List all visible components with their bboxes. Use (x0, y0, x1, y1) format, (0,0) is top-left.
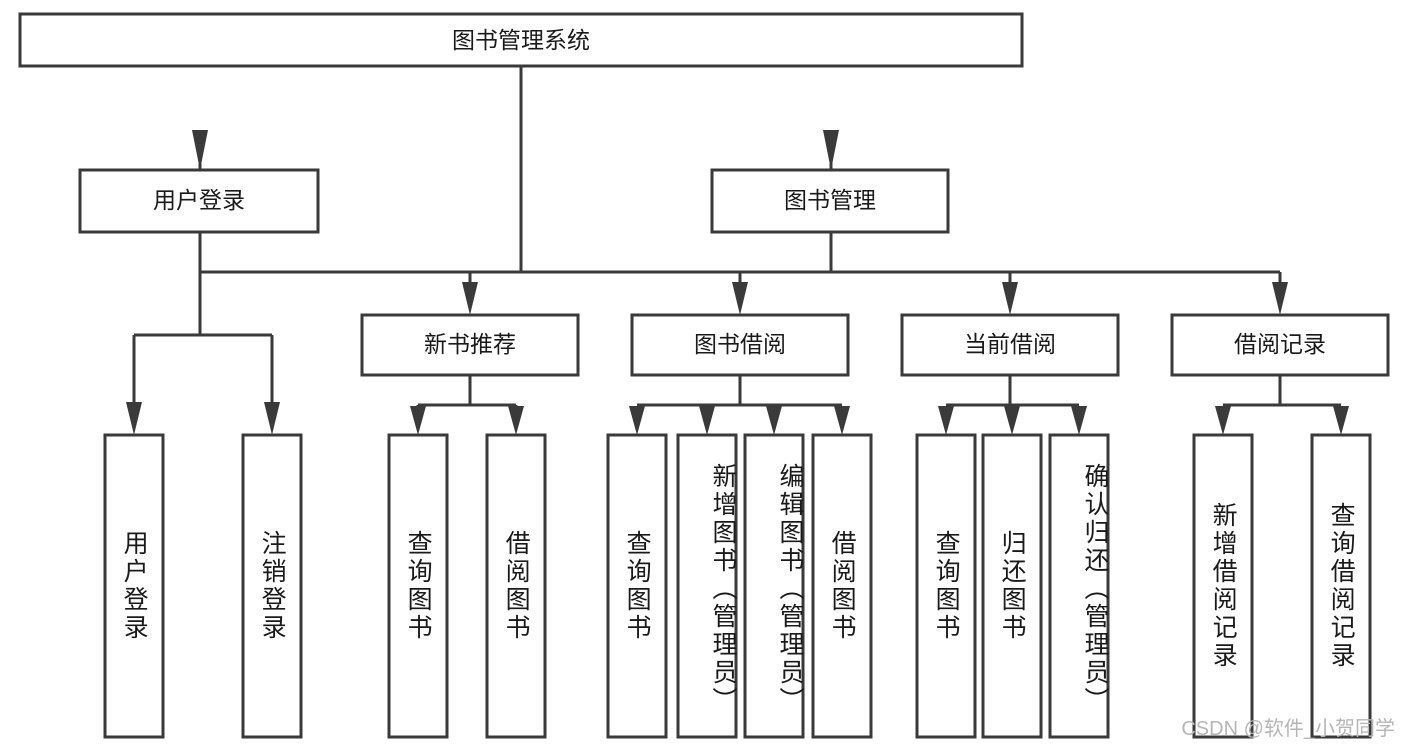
arrowhead-current-borrow (1002, 282, 1018, 315)
node-current-borrow-label: 当前借阅 (964, 331, 1056, 357)
node-leaf-query-book-1-box[interactable] (387, 433, 449, 739)
node-root-label: 图书管理系统 (452, 27, 590, 53)
connector-group-current-borrow (938, 375, 1087, 435)
connector-group-book-manage (462, 232, 1288, 315)
arrowhead-leaf-query-record (1333, 406, 1349, 435)
node-user-login-box[interactable] (78, 168, 320, 234)
connector-group-borrow-record (1215, 375, 1349, 435)
node-borrow-record-label: 借阅记录 (1234, 331, 1326, 357)
node-user-login[interactable]: 用户登录 (78, 168, 320, 234)
arrowhead-leaf-edit-book (766, 406, 782, 435)
node-root-box[interactable] (18, 12, 1024, 68)
arrowhead-leaf-borrow-book-1 (508, 406, 524, 435)
node-leaf-logout-login-box[interactable] (241, 433, 303, 739)
node-leaf-borrow-book-1-box[interactable] (485, 433, 547, 739)
arrowhead-leaf-user-login (126, 402, 142, 435)
node-current-borrow-box[interactable] (900, 313, 1120, 377)
node-book-borrow-label: 图书借阅 (694, 331, 786, 357)
connector-group-book-borrow (629, 375, 850, 435)
node-leaf-query-record-box[interactable] (1310, 433, 1372, 739)
connector-group-new-book-recommend (410, 375, 524, 435)
arrowhead-book-borrow (732, 282, 748, 315)
connector-group-user-login (126, 232, 280, 435)
node-root[interactable]: 图书管理系统 (18, 12, 1024, 68)
node-book-manage-box[interactable] (710, 168, 950, 234)
node-book-borrow-box[interactable] (630, 313, 850, 377)
node-leaf-add-record-box[interactable] (1192, 433, 1254, 739)
node-new-book-recommend-label: 新书推荐 (424, 331, 516, 357)
node-user-login-label: 用户登录 (153, 187, 245, 213)
node-new-book-recommend[interactable]: 新书推荐 (360, 313, 580, 377)
arrowhead-leaf-logout-login (264, 402, 280, 435)
node-borrow-record-box[interactable] (1170, 313, 1390, 377)
arrowhead-borrow-record (1272, 282, 1288, 315)
node-borrow-record[interactable]: 借阅记录 (1170, 313, 1390, 377)
node-leaf-add-book-box[interactable] (676, 433, 738, 739)
node-leaf-borrow-book-2-box[interactable] (811, 433, 873, 739)
arrowhead-leaf-add-record (1215, 406, 1231, 435)
arrowhead-new-book-recommend (462, 282, 478, 315)
node-leaf-query-book-2-box[interactable] (606, 433, 668, 739)
arrowhead-leaf-add-book (699, 406, 715, 435)
arrowhead-leaf-borrow-book-2 (834, 406, 850, 435)
node-leaf-query-book-3-box[interactable] (915, 433, 977, 739)
node-current-borrow[interactable]: 当前借阅 (900, 313, 1120, 377)
arrowhead-leaf-query-book-1 (410, 406, 426, 435)
node-book-borrow[interactable]: 图书借阅 (630, 313, 850, 377)
node-book-manage[interactable]: 图书管理 (710, 168, 950, 234)
node-book-manage-label: 图书管理 (784, 187, 876, 213)
arrowheads-level2 (192, 130, 839, 170)
arrowhead-leaf-return-book (1004, 406, 1020, 435)
arrowhead-leaf-query-book-2 (629, 406, 645, 435)
leaf-boxes (103, 433, 1372, 739)
node-new-book-recommend-box[interactable] (360, 313, 580, 377)
arrowhead-leaf-query-book-3 (938, 406, 954, 435)
arrowhead-leaf-confirm-return (1071, 406, 1087, 435)
node-leaf-edit-book-box[interactable] (743, 433, 805, 739)
node-leaf-user-login-box[interactable] (103, 433, 165, 739)
node-leaf-confirm-return-box[interactable] (1048, 433, 1110, 739)
node-leaf-return-book-box[interactable] (981, 433, 1043, 739)
